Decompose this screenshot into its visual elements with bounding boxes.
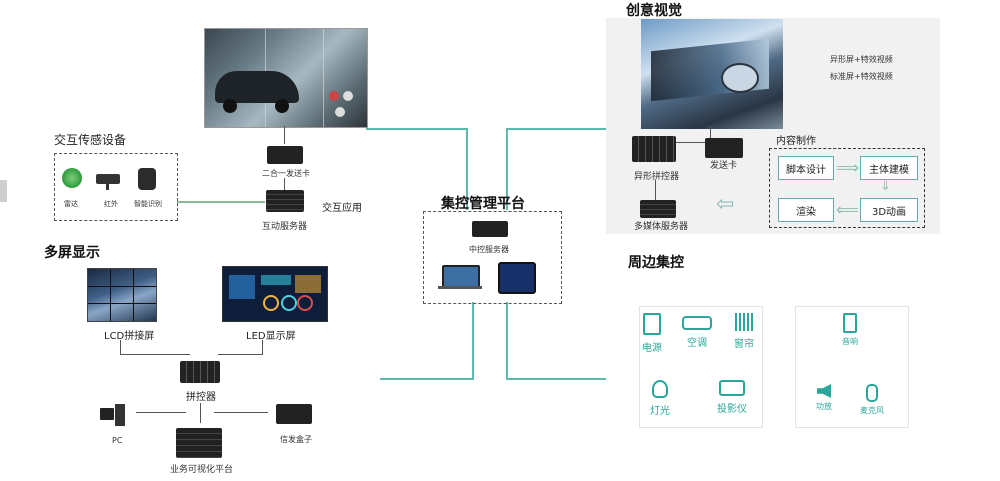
connector <box>366 128 466 130</box>
connector <box>466 128 468 210</box>
media-server-device <box>640 200 676 218</box>
light-bulb-icon <box>652 380 668 398</box>
power-item: 电源 <box>640 313 664 354</box>
sender-device <box>705 138 743 158</box>
projector-item: 投影仪 <box>716 380 748 415</box>
connector <box>262 340 263 354</box>
connector <box>506 302 508 378</box>
sender-card-device <box>267 146 303 164</box>
flow-step: 3D动画 <box>860 198 918 222</box>
interactive-server-device <box>266 190 304 212</box>
sender-card-label: 二合一发送卡 <box>262 169 310 178</box>
visualization-server-device <box>176 428 222 458</box>
multiscreen-title: 多屏显示 <box>44 245 100 261</box>
lcd-label: LCD拼接屏 <box>104 331 155 342</box>
curtain-icon <box>735 313 753 331</box>
anamorphic-controller-label: 异形拼控器 <box>634 172 680 182</box>
microphone-icon <box>866 384 878 402</box>
content-box <box>769 148 925 228</box>
interactive-video-wall <box>204 28 368 128</box>
flow-step: 主体建模 <box>860 156 918 180</box>
connector <box>472 302 474 378</box>
projector-icon <box>719 380 745 396</box>
interactive-app-label: 交互应用 <box>322 203 362 214</box>
connector <box>670 142 722 143</box>
led-label: LED显示屏 <box>246 331 296 342</box>
lcd-wall <box>87 268 157 322</box>
power-icon <box>643 313 661 335</box>
aircon-item: 空调 <box>682 316 712 349</box>
media-server-label: 多媒体服务器 <box>634 222 689 232</box>
smart-camera-icon <box>138 168 156 190</box>
pc-monitor-icon <box>100 408 114 420</box>
connector <box>120 354 190 355</box>
speaker-icon <box>843 313 857 333</box>
sensor-box <box>54 153 178 221</box>
curtain-item: 窗帘 <box>732 313 756 350</box>
audio-panel <box>795 306 909 428</box>
peripheral-title: 周边集控 <box>628 255 684 271</box>
sensor-connector <box>177 201 265 203</box>
led-screen <box>222 266 328 322</box>
flow-step: 脚本设计 <box>778 156 834 180</box>
splicing-controller-label: 拼控器 <box>186 392 216 403</box>
radar-icon <box>62 168 82 188</box>
aircon-icon <box>682 316 712 330</box>
creative-line2: 标准屏+特效视频 <box>830 72 893 81</box>
sensor-label: 红外 <box>104 200 118 208</box>
creative-title: 创意视觉 <box>626 3 682 19</box>
arrow-left-icon: ⟸ <box>836 200 859 219</box>
tablet-icon <box>498 262 536 294</box>
speaker-item: 音响 <box>838 313 862 347</box>
light-item: 灯光 <box>648 380 672 417</box>
connector <box>506 378 606 380</box>
sensor-label: 雷达 <box>64 200 78 208</box>
connector <box>506 128 606 130</box>
infrared-camera-icon <box>96 174 120 184</box>
amplifier-item: 功放 <box>812 384 836 412</box>
infrared-camera-stand <box>106 184 109 190</box>
sensor-label: 智能识别 <box>134 200 162 208</box>
arrow-right-icon: ⟹ <box>836 158 859 177</box>
connector <box>136 412 186 413</box>
arrow-down-icon: ⇓ <box>880 179 891 194</box>
central-server-device <box>472 221 508 237</box>
connector <box>710 126 711 140</box>
amplifier-icon <box>817 384 831 398</box>
central-box <box>423 211 562 304</box>
sender-label: 发送卡 <box>710 161 738 171</box>
signage-box-device <box>276 404 312 424</box>
visualization-platform-label: 业务可视化平台 <box>170 465 234 475</box>
flow-step: 渲染 <box>778 198 834 222</box>
edge-tab <box>0 180 7 202</box>
laptop-base-icon <box>438 286 482 289</box>
content-title: 内容制作 <box>776 136 816 147</box>
interactive-server-label: 互动服务器 <box>262 222 308 232</box>
connector <box>506 128 508 210</box>
connector <box>214 412 268 413</box>
vertical-connector <box>284 126 285 144</box>
creative-line1: 异形屏+特效视频 <box>830 55 893 64</box>
splicing-controller-device <box>180 361 220 383</box>
connector <box>120 340 121 354</box>
central-server-label: 中控服务器 <box>469 245 509 254</box>
vertical-connector <box>284 178 285 190</box>
connector <box>655 180 656 200</box>
connector <box>218 354 263 355</box>
car-shape <box>215 71 299 103</box>
arrow-left-icon: ⇦ <box>716 192 735 217</box>
connector <box>380 378 474 380</box>
anamorphic-controller-device <box>632 136 676 162</box>
pc-label: PC <box>112 436 123 445</box>
anamorphic-screen-image <box>641 19 783 129</box>
connector <box>200 403 201 423</box>
central-title: 集控管理平台 <box>441 196 525 212</box>
interactive-title: 交互传感设备 <box>54 133 127 147</box>
pc-tower-icon <box>115 404 125 426</box>
microphone-item: 麦克风 <box>860 384 884 416</box>
signage-box-label: 信发盒子 <box>280 435 312 444</box>
